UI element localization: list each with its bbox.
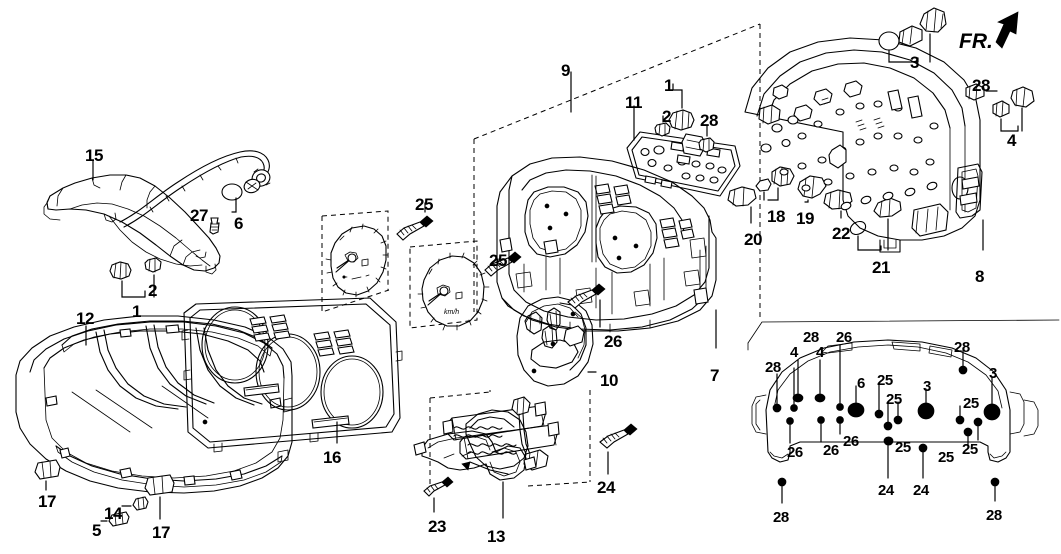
callout-25: 25 <box>415 195 433 214</box>
callout-18: 18 <box>767 207 785 226</box>
callout-16: 16 <box>323 448 341 467</box>
callout-23: 23 <box>428 517 446 536</box>
part-6-bulb-socket <box>221 178 261 213</box>
part-17-clip-left <box>34 459 61 491</box>
part-14-clip <box>121 496 149 511</box>
callout-6: 6 <box>857 375 865 392</box>
callout-4: 4 <box>1007 131 1016 150</box>
part-13-bracket <box>413 430 537 519</box>
callout-24: 24 <box>597 478 615 497</box>
callout-1: 1 <box>132 302 141 321</box>
callout-26: 26 <box>843 433 859 450</box>
callout-11: 11 <box>625 93 642 112</box>
callout-20: 20 <box>744 230 762 249</box>
callout-25: 25 <box>963 395 979 412</box>
dash-box-upper-gauge-2 <box>321 216 390 313</box>
callout-17: 17 <box>38 492 56 511</box>
part-15-wire-harness-bracket <box>43 150 271 275</box>
dash-box-upper-gauge <box>321 210 389 290</box>
part-7-9-meter-housing <box>496 156 717 333</box>
callout-28: 28 <box>954 339 970 356</box>
part-4-bulb-assembly-top-right <box>992 86 1035 132</box>
callout-28: 28 <box>972 76 990 95</box>
part-3-bulb-assembly-top <box>878 7 947 63</box>
callout-24: 24 <box>913 482 929 499</box>
callout-25: 25 <box>895 439 911 456</box>
callout-28: 28 <box>700 111 718 130</box>
part-20-socket <box>727 186 757 224</box>
part-gauge-dial-lower: km/h <box>417 252 490 331</box>
part-1-bulb-mid <box>668 89 695 131</box>
part-17-clip-right <box>144 474 175 520</box>
part-10-trip-odometer-module <box>516 296 597 387</box>
part-24-gauge-sub-assembly <box>442 396 560 475</box>
callout-5: 5 <box>92 521 101 540</box>
callout-25: 25 <box>938 449 954 466</box>
part-21-socket <box>849 197 902 251</box>
part-1-2-bulb-assembly-left <box>109 257 162 298</box>
callout-10: 10 <box>600 371 618 390</box>
part-11-printed-circuit-board <box>626 131 741 197</box>
dash-box-assembly-9 <box>473 23 761 320</box>
callout-2: 2 <box>148 281 157 300</box>
callout-3: 3 <box>923 378 931 395</box>
fr-orientation-label: FR. <box>959 30 993 53</box>
callout-1: 1 <box>664 76 673 95</box>
callout-14: 14 <box>104 504 122 523</box>
callout-26: 26 <box>823 442 839 459</box>
part-25-screw-lower <box>484 251 522 277</box>
part-16-dial-face-panel <box>181 297 403 453</box>
callout-12: 12 <box>76 309 94 328</box>
callout-26: 26 <box>604 332 622 351</box>
callout-8: 8 <box>975 267 984 286</box>
callout-25: 25 <box>877 372 893 389</box>
part-28-bulb-top-right <box>965 83 998 101</box>
callout-19: 19 <box>796 209 814 228</box>
callout-26: 26 <box>787 444 803 461</box>
callout-13: 13 <box>487 527 505 546</box>
dash-box-13 <box>429 390 591 487</box>
callout-25: 25 <box>489 251 507 270</box>
callout-9: 9 <box>561 61 570 80</box>
fr-orientation-arrow <box>995 11 1019 49</box>
callout-24: 24 <box>878 482 894 499</box>
callout-3: 3 <box>910 53 919 72</box>
part-24-screw-right <box>599 423 638 475</box>
callout-21: 21 <box>872 258 890 277</box>
callout-22: 22 <box>832 224 850 243</box>
callout-4: 4 <box>816 344 824 361</box>
callout-15: 15 <box>85 146 103 165</box>
callout-6: 6 <box>234 214 243 233</box>
callout-28: 28 <box>986 507 1002 524</box>
callout-2: 2 <box>662 107 671 126</box>
part-2-bulb-mid <box>654 83 674 137</box>
part-28-bulb-mid <box>698 125 715 153</box>
callout-27: 27 <box>190 206 208 225</box>
part-23-screw <box>423 476 454 513</box>
callout-28: 28 <box>765 359 781 376</box>
part-8-rear-housing <box>744 37 983 253</box>
part-5-clip <box>100 511 130 527</box>
callout-4: 4 <box>790 344 798 361</box>
callout-7: 7 <box>710 366 719 385</box>
part-25-screw-upper <box>396 202 434 241</box>
detail-panel-screw-locations <box>747 319 1060 504</box>
part-gauge-dial-upper <box>325 223 389 298</box>
part-26-screw <box>567 283 606 328</box>
callout-25: 25 <box>886 391 902 408</box>
callout-25: 25 <box>962 441 978 458</box>
callout-3: 3 <box>989 365 997 382</box>
callout-17: 17 <box>152 523 170 542</box>
callout-28: 28 <box>773 509 789 526</box>
svg-text:km/h: km/h <box>444 309 459 316</box>
part-19-socket <box>797 175 827 203</box>
dash-box-lower-gauge <box>409 240 478 329</box>
part-27-screw <box>209 217 220 235</box>
callout-28: 28 <box>803 329 819 346</box>
callout-26: 26 <box>836 329 852 346</box>
